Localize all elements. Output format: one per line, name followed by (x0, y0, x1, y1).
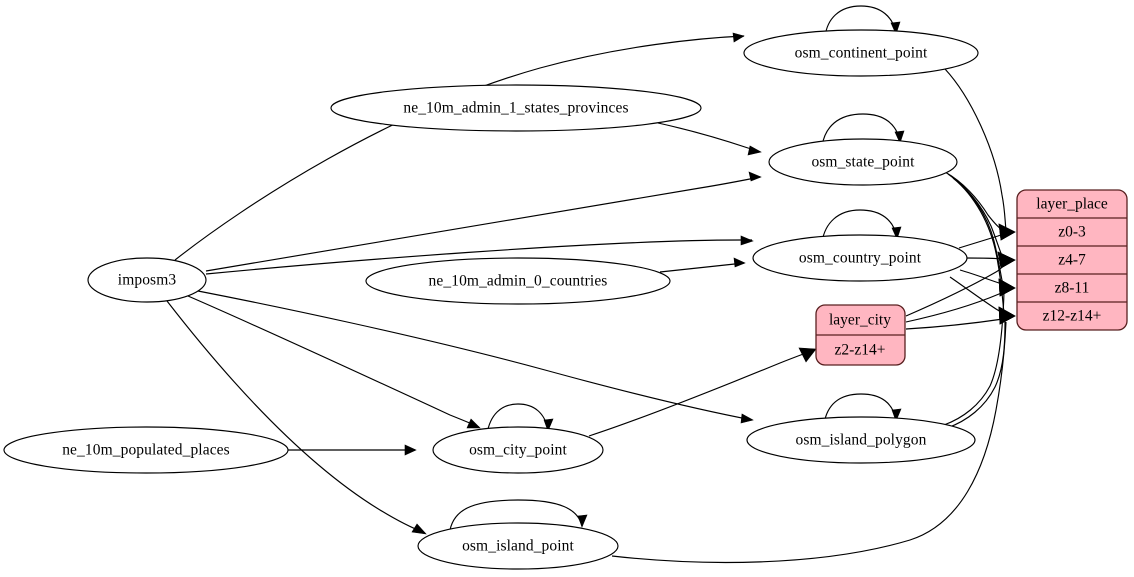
node-osm-island-point-label: osm_island_point (462, 538, 574, 555)
node-osm-continent-point-label: osm_continent_point (795, 45, 928, 62)
record-layer: layer_place z0-3 z4-7 z8-11 z12-z14+ lay… (815, 189, 1128, 366)
edge-osm-city-point-to-layer-city (588, 347, 817, 437)
edge-layer-city-to-layer-place-z8-11 (905, 278, 1016, 323)
record-layer-city-title: layer_city (829, 312, 891, 329)
node-ne-10m-admin-0-countries[interactable]: ne_10m_admin_0_countries (365, 257, 671, 305)
edge-imposm3-to-osm-country-point (205, 235, 754, 275)
node-ne-populated-label: ne_10m_populated_places (62, 442, 230, 459)
node-osm-country-point[interactable]: osm_country_point (752, 234, 968, 282)
node-ne-10m-admin-1-states-provinces[interactable]: ne_10m_admin_1_states_provinces (330, 84, 702, 132)
record-layer-place-title: layer_place (1036, 196, 1108, 213)
edge-osm-country-point-to-layer-place-z0-3 (958, 223, 1016, 249)
edge-layer-city-to-layer-place-z4-7 (905, 251, 1016, 317)
node-ne-countries-label: ne_10m_admin_0_countries (429, 273, 608, 290)
edge-osm-island-point-to-layer-place-z12-z14 (611, 306, 1016, 564)
record-layer-place-row-z12-z14: z12-z14+ (1043, 308, 1102, 325)
node-osm-country-point-label: osm_country_point (799, 250, 922, 267)
record-layer-city[interactable]: layer_city z2-z14+ (815, 304, 906, 366)
edge-ne-populated-to-osm-city-point (288, 444, 417, 456)
node-osm-state-point-label: osm_state_point (811, 154, 915, 171)
node-ne-states-label: ne_10m_admin_1_states_provinces (403, 100, 628, 117)
edge-self-loop-osm-island-point (449, 499, 588, 531)
node-imposm3-label: imposm3 (118, 272, 177, 289)
record-layer-place-row-z0-3: z0-3 (1058, 224, 1086, 241)
edge-imposm3-to-osm-state-point (205, 171, 762, 272)
edge-osm-continent-point-to-layer-place-z0-3 (944, 68, 1016, 241)
node-layer: imposm3 ne_10m_admin_1_states_provinces … (3, 29, 979, 570)
edge-imposm3-to-osm-island-polygon (197, 290, 754, 424)
record-layer-place[interactable]: layer_place z0-3 z4-7 z8-11 z12-z14+ (1016, 189, 1128, 331)
edge-self-loop-osm-country-point (821, 209, 902, 243)
node-osm-island-polygon-label: osm_island_polygon (796, 432, 927, 449)
edge-self-loop-osm-city-point (486, 403, 554, 435)
node-osm-island-polygon[interactable]: osm_island_polygon (746, 416, 976, 464)
edge-ne-countries-to-osm-country-point (659, 257, 746, 273)
record-layer-city-row-z2-z14: z2-z14+ (835, 342, 886, 359)
edge-imposm3-to-osm-city-point (187, 295, 481, 429)
node-osm-city-point[interactable]: osm_city_point (432, 426, 604, 474)
node-osm-city-point-label: osm_city_point (469, 442, 567, 459)
edge-self-loop-osm-continent-point (824, 5, 901, 38)
node-osm-continent-point[interactable]: osm_continent_point (743, 29, 979, 77)
record-layer-place-row-z4-7: z4-7 (1058, 252, 1086, 269)
edge-self-loop-osm-island-polygon (823, 393, 902, 425)
node-ne-10m-populated-places[interactable]: ne_10m_populated_places (3, 426, 289, 474)
edge-imposm3-to-osm-continent-point (174, 32, 745, 261)
edge-imposm3-to-osm-island-point (166, 300, 427, 535)
record-layer-place-row-z8-11: z8-11 (1055, 280, 1090, 297)
edge-layer (166, 5, 1016, 564)
edge-self-loop-osm-state-point (821, 113, 905, 147)
node-osm-state-point[interactable]: osm_state_point (768, 138, 958, 186)
node-imposm3[interactable]: imposm3 (87, 257, 207, 303)
node-osm-island-point[interactable]: osm_island_point (417, 522, 619, 570)
edge-ne-states-to-osm-state-point (657, 122, 762, 156)
